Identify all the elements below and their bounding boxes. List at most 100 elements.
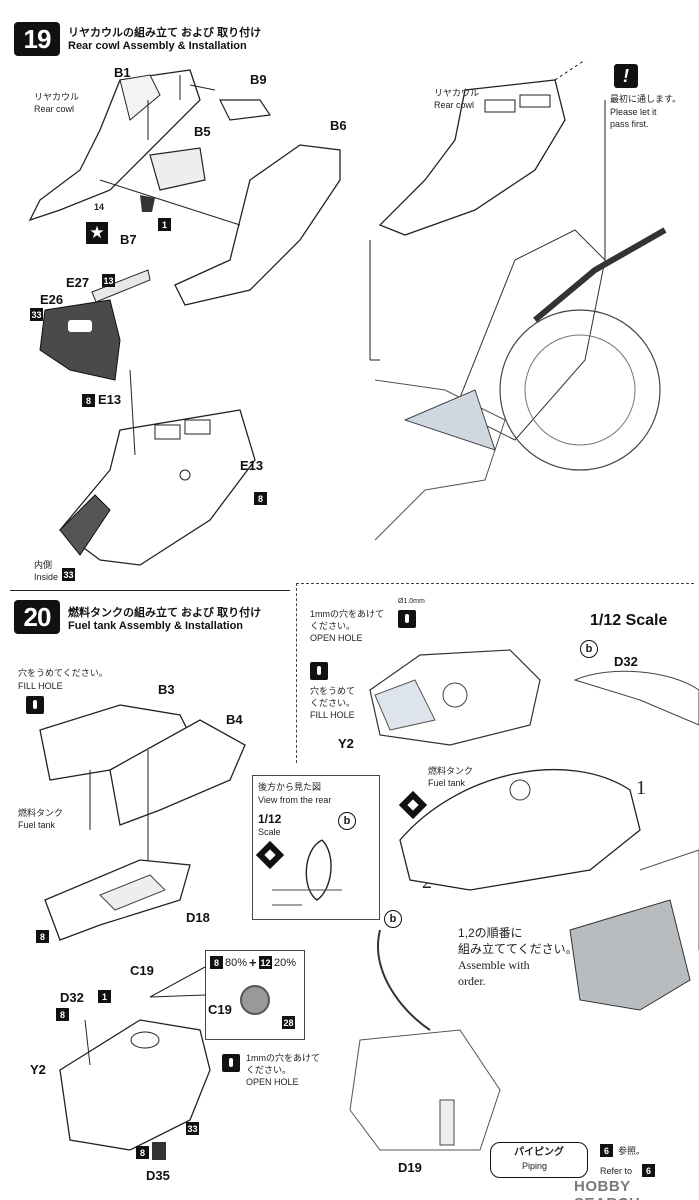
step-19-title-jp: リヤカウルの組み立て および 取り付け	[68, 27, 262, 39]
fill-hole-icon-right	[310, 662, 328, 680]
rear-cowl-right-label-jp: リヤカウル	[434, 88, 480, 98]
mix-box	[205, 950, 305, 1040]
seat-outline-drawing	[573, 670, 699, 726]
seat-cover-drawing	[39, 269, 151, 381]
paint-code-d32: 1	[98, 990, 111, 1003]
scale-label: 1/12 Scale	[590, 612, 668, 629]
mix-result-code: 28	[282, 1016, 295, 1029]
step-19-title-en: Rear cowl Assembly & Installation	[68, 40, 247, 52]
rear-view-jp: 後方から見た図	[258, 782, 322, 792]
order-note-jp-1: 1,2の順番に	[458, 926, 523, 940]
warning-icon: !	[614, 64, 638, 88]
open-hole-icon-top	[398, 610, 416, 628]
fill-hole-en: FILL HOLE	[18, 681, 63, 691]
paint-code-e13-top: 8	[82, 394, 95, 407]
open-hole-top-en: OPEN HOLE	[310, 633, 363, 643]
part-d35: D35	[146, 1168, 170, 1183]
part-c19-top: C19	[130, 963, 154, 978]
paint-code-d35-top: 33	[186, 1122, 199, 1135]
part-d32-left: D32	[60, 990, 84, 1005]
part-d18: D18	[186, 910, 210, 925]
misc-number-14: 14	[94, 202, 105, 212]
rear-view-en: View from the rear	[258, 795, 332, 805]
paint-code-e13-right: 8	[254, 492, 267, 505]
fuel-tank-lower-drawing	[59, 1019, 211, 1151]
circle-b-top: b	[580, 640, 598, 658]
motorcycle-rear-drawing	[369, 59, 667, 541]
part-b5: B5	[194, 124, 211, 139]
fill-hole-icon	[26, 696, 44, 714]
fuel-tank-left-jp: 燃料タンク	[18, 808, 64, 818]
star-icon: ★	[86, 222, 108, 244]
piping-ref-num-1: 6	[600, 1144, 613, 1157]
paint-code-e27: 13	[102, 274, 115, 287]
rear-cowl-right-label-en: Rear cowl	[434, 100, 475, 110]
part-d32-right: D32	[614, 654, 638, 669]
mix-pct-b: 20%	[274, 957, 297, 969]
part-c19-mix: C19	[208, 1002, 232, 1017]
piping-ref-jp: 参照。	[618, 1146, 646, 1156]
open-hole-bottom-jp-2: ください。	[246, 1065, 292, 1075]
scale-detail-box	[296, 583, 694, 763]
part-b9: B9	[250, 72, 267, 87]
fuel-tank-right-jp: 燃料タンク	[428, 766, 474, 776]
rear-view-scale: 1/12	[258, 812, 282, 826]
step-20-title-jp: 燃料タンクの組み立て および 取り付け	[68, 607, 262, 619]
fuel-tank-left-en: Fuel tank	[18, 820, 56, 830]
part-e13-top: E13	[98, 392, 122, 407]
part-b4: B4	[226, 712, 243, 727]
fill-hole-right-jp-2: ください。	[310, 698, 356, 708]
d35-part-shape	[152, 1142, 166, 1160]
rear-view-scale-word: Scale	[258, 827, 281, 837]
step-19-number: 19	[14, 22, 60, 56]
fill-hole-jp: 穴をうめてください。	[18, 668, 108, 678]
pass-first-note-jp: 最初に通します。	[610, 94, 682, 104]
tank-base-drawing	[44, 859, 191, 941]
assembled-rear-cowl-drawing	[59, 369, 256, 566]
part-b6: B6	[330, 118, 347, 133]
fuel-cap-icon	[240, 985, 270, 1015]
tank-installation-drawing	[349, 768, 699, 1151]
fill-hole-right-en: FILL HOLE	[310, 710, 355, 720]
paint-code-e26: 33	[30, 308, 43, 321]
section-divider	[10, 590, 290, 591]
part-e26: E26	[40, 292, 64, 307]
part-e27: E27	[66, 275, 90, 290]
part-e13-right: E13	[240, 458, 264, 473]
rear-view-box	[252, 775, 380, 920]
step-20-title-en: Fuel tank Assembly & Installation	[68, 620, 244, 632]
mix-code-b: 12	[259, 956, 272, 969]
paint-code-b7: 1	[158, 218, 171, 231]
open-hole-bottom-jp-1: 1mmの穴をあけて	[246, 1053, 320, 1063]
pipe-loop-drawing	[272, 839, 342, 906]
order-number-1: 1	[636, 777, 646, 799]
rear-cowl-label-jp: リヤカウル	[34, 92, 80, 102]
part-y2-right: Y2	[338, 736, 354, 751]
circle-b-rear-view: b	[338, 812, 356, 830]
open-hole-bottom-en: OPEN HOLE	[246, 1077, 299, 1087]
pass-first-note-en-2: pass first.	[610, 119, 649, 129]
open-hole-top-jp-1: 1mmの穴をあけて	[310, 609, 384, 619]
rear-cowl-exploded-drawing	[28, 69, 341, 306]
inside-label-en: Inside	[34, 572, 59, 582]
piping-jp: パイピング	[514, 1147, 564, 1158]
part-b7: B7	[120, 232, 137, 247]
fuel-tank-right-en: Fuel tank	[428, 778, 466, 788]
mix-pct-a: 80%	[225, 957, 248, 969]
open-hole-icon-bottom	[222, 1054, 240, 1072]
open-hole-top-jp-2: ください。	[310, 621, 356, 631]
part-b3: B3	[158, 682, 175, 697]
tank-scale-drawing	[369, 649, 541, 746]
part-y2-left: Y2	[30, 1062, 46, 1077]
watermark: HOBBY SEARCH	[574, 1178, 640, 1200]
c19-leader-lines	[149, 966, 206, 998]
rear-cowl-label-en: Rear cowl	[34, 104, 75, 114]
part-b1: B1	[114, 65, 131, 80]
circle-b-bottom: b	[384, 910, 402, 928]
piping-ref-num-2: 6	[642, 1164, 655, 1177]
pass-first-note-en-1: Please let it	[610, 107, 657, 117]
fuel-tank-upper-drawing	[39, 704, 246, 865]
piping-ref-en: Refer to	[600, 1166, 633, 1176]
order-note-en-1: Assemble with	[458, 958, 530, 972]
paint-code-d18: 8	[36, 930, 49, 943]
